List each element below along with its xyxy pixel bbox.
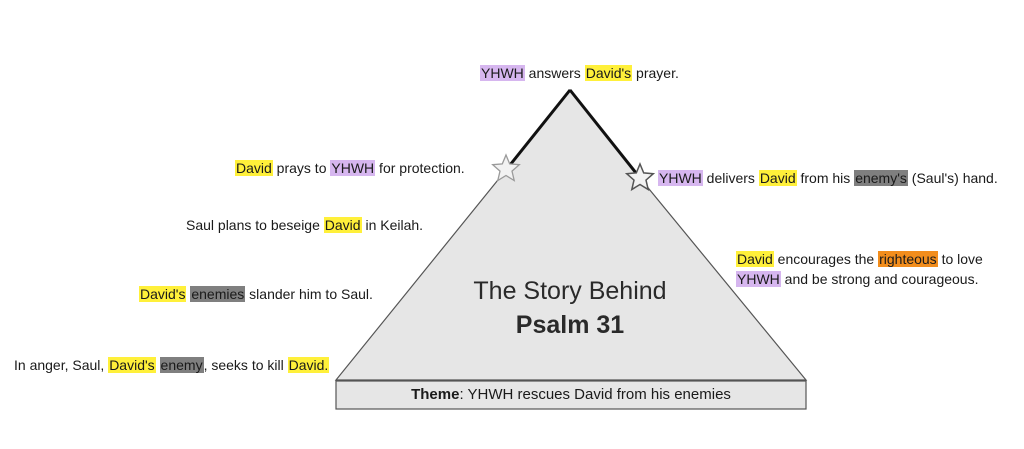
- david-highlight: David's: [108, 357, 156, 373]
- yhwh-highlight: YHWH: [330, 160, 376, 176]
- enemy-highlight: enemy's: [854, 170, 908, 186]
- event-yhwh-delivers: YHWH delivers David from his enemy's (Sa…: [658, 170, 998, 186]
- enemy-highlight: enemies: [190, 286, 246, 302]
- david-highlight: David: [736, 251, 774, 267]
- event-saul-seeks-to-kill: In anger, Saul, David's enemy, seeks to …: [14, 357, 330, 373]
- yhwh-highlight: YHWH: [658, 170, 703, 186]
- diagram-subtitle: Psalm 31: [515, 311, 625, 339]
- david-highlight: David: [758, 170, 797, 186]
- star-icon: [624, 162, 656, 192]
- enemy-highlight: enemy: [159, 357, 204, 373]
- event-david-prays: David prays to YHWH for protection.: [235, 160, 465, 176]
- yhwh-highlight: YHWH: [480, 65, 525, 81]
- yhwh-highlight: YHWH: [736, 271, 781, 287]
- david-highlight: David.: [287, 357, 330, 373]
- david-highlight: David: [235, 160, 273, 176]
- theme-text: : YHWH rescues David from his enemies: [459, 386, 731, 403]
- theme-label: Theme: [411, 386, 460, 403]
- david-highlight: David's: [139, 286, 187, 302]
- event-saul-plans: Saul plans to beseige David in Keilah.: [186, 217, 424, 233]
- event-enemies-slander: David's enemies slander him to Saul.: [139, 286, 373, 302]
- righteous-highlight: righteous: [878, 251, 938, 267]
- event-yhwh-answers: YHWH answers David's prayer.: [480, 65, 679, 81]
- david-highlight: David: [323, 217, 362, 233]
- peak-line-right: [568, 89, 642, 179]
- peak-line-left: [504, 89, 572, 171]
- theme-bar: [335, 380, 807, 410]
- theme-caption: Theme: YHWH rescues David from his enemi…: [336, 381, 806, 409]
- diagram-title: The Story Behind: [473, 277, 667, 305]
- star-icon: [491, 153, 521, 182]
- david-highlight: David's: [584, 65, 633, 81]
